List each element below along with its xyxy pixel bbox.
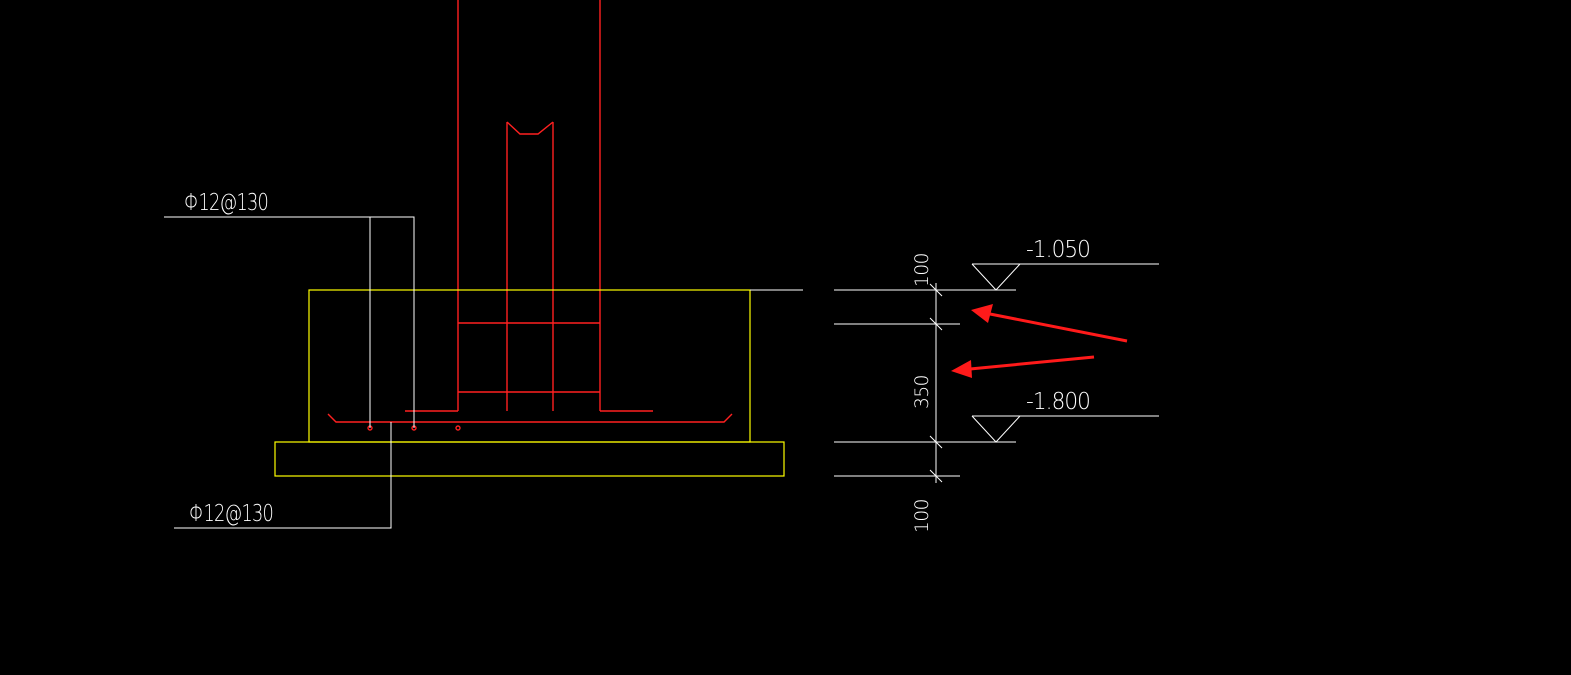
dim-label-lower: 100 — [911, 499, 933, 533]
drawing-labels: Φ12@130 Φ12@130 -1.050 -1.800 100 350 10… — [184, 190, 1091, 533]
dim-tick — [929, 283, 943, 297]
rebar-leader-bottom — [174, 422, 392, 529]
arrow-head-upper — [971, 304, 993, 323]
rebar-leader-top — [164, 216, 415, 428]
arrow-shaft-upper — [989, 312, 1128, 343]
arrow-head-lower — [951, 360, 972, 378]
footing-bottom-bar — [327, 413, 733, 423]
elevation-label-top: -1.050 — [1026, 237, 1090, 263]
dim-tick — [929, 317, 943, 331]
footing-outline — [274, 289, 785, 477]
footing-blinding-layer — [274, 441, 785, 477]
rebar-label-top: Φ12@130 — [184, 190, 268, 216]
rebar-label-bottom: Φ12@130 — [189, 501, 273, 527]
arrow-shaft-lower — [969, 355, 1095, 371]
break-mark — [506, 121, 554, 135]
footing-body — [308, 289, 751, 443]
annotation-arrows — [951, 304, 1128, 378]
rebar-dot — [455, 425, 461, 431]
dim-tick — [929, 435, 943, 449]
elevation-triangle-top — [971, 263, 1021, 291]
dim-label-upper: 100 — [911, 253, 933, 287]
elevation-label-bottom: -1.800 — [1026, 389, 1090, 415]
annotation-linework — [164, 216, 1159, 529]
dim-label-middle: 350 — [911, 375, 933, 409]
column-rebar — [327, 0, 733, 431]
elevation-triangle-bottom — [971, 415, 1021, 443]
dim-tick — [929, 469, 943, 483]
